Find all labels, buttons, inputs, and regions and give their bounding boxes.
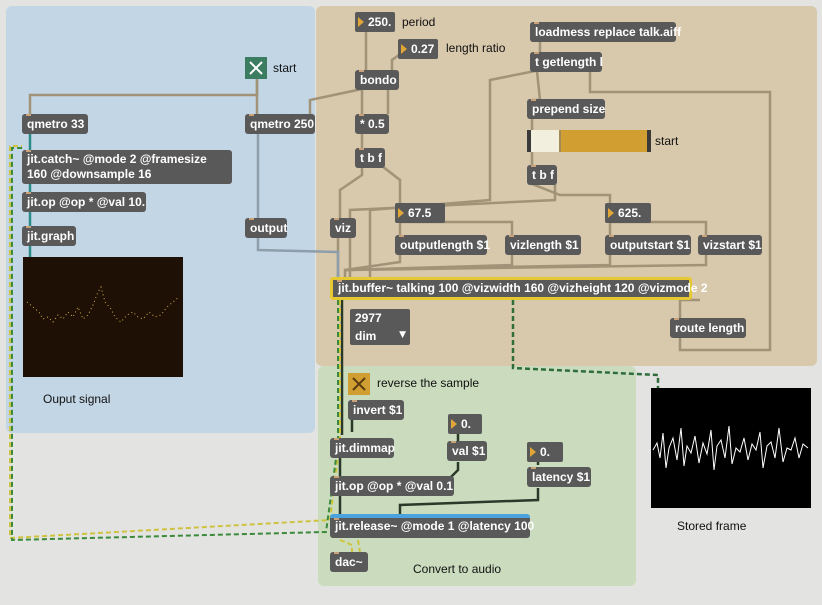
- slider-start-label: start: [655, 134, 679, 148]
- dim-menu-label: dim: [355, 329, 377, 343]
- cord: [11, 147, 339, 542]
- val-message[interactable]: val $1: [447, 441, 487, 461]
- length-ratio-number[interactable]: 0.27: [398, 39, 438, 59]
- range-slider[interactable]: [527, 130, 651, 152]
- cord: [9, 145, 341, 540]
- cord: [256, 236, 340, 280]
- getlength-trigger-object[interactable]: t getlength l: [530, 52, 603, 72]
- output-signal-label: Ouput signal: [43, 392, 111, 406]
- latency-number[interactable]: 0.: [527, 442, 563, 462]
- cord: [339, 539, 353, 552]
- graph-waveform: [26, 285, 180, 323]
- bondo-object[interactable]: bondo: [355, 70, 399, 90]
- period-number[interactable]: 250.: [355, 12, 395, 32]
- output-message[interactable]: output: [245, 218, 287, 238]
- cord: [588, 70, 772, 352]
- start-label: start: [273, 61, 297, 75]
- start-number[interactable]: 625.: [605, 203, 651, 223]
- viz-message[interactable]: viz: [330, 218, 356, 238]
- x-toggle-icon: [249, 61, 263, 75]
- trigger-bf-object[interactable]: t b f: [355, 148, 385, 168]
- cord: [343, 254, 402, 280]
- multiply-half-object[interactable]: * 0.5: [355, 114, 389, 134]
- route-length-object[interactable]: route length: [670, 318, 746, 338]
- dac-object[interactable]: dac~: [330, 552, 368, 572]
- qmetro-250-object[interactable]: qmetro 250: [245, 114, 315, 134]
- dim-menu[interactable]: dim ▼: [350, 327, 410, 345]
- dim-number-box[interactable]: 2977 dim ▼: [350, 309, 410, 345]
- cord: [28, 79, 259, 114]
- period-label: period: [402, 15, 436, 29]
- jit-op-scale-object[interactable]: jit.op @op * @val 0.1: [330, 476, 454, 496]
- range-slider-fill: [558, 130, 647, 152]
- vizstart-message[interactable]: vizstart $1: [698, 235, 762, 255]
- stored-frame-label: Stored frame: [677, 519, 747, 533]
- convert-to-audio-label: Convert to audio: [413, 562, 502, 576]
- reverse-label: reverse the sample: [377, 376, 480, 390]
- chevron-down-icon: ▼: [399, 330, 406, 340]
- cord: [344, 254, 708, 272]
- jit-release-object[interactable]: jit.release~ @mode 1 @latency 100: [330, 514, 534, 538]
- val-number[interactable]: 0.: [448, 414, 482, 434]
- cord: [398, 488, 540, 518]
- reverse-toggle[interactable]: [348, 373, 370, 395]
- cord: [511, 300, 660, 390]
- jit-buffer-object[interactable]: jit.buffer~ talking 100 @vizwidth 160 @v…: [330, 277, 708, 300]
- cord: [308, 87, 363, 120]
- cord: [610, 220, 708, 235]
- x-toggle-icon: [352, 377, 366, 391]
- prepend-size-object[interactable]: prepend size: [527, 99, 605, 119]
- cord: [449, 462, 460, 479]
- jit-graph-object[interactable]: jit.graph: [22, 226, 76, 246]
- outputlength-message[interactable]: outputlength $1: [395, 235, 490, 255]
- outputstart-message[interactable]: outputstart $1: [605, 235, 691, 255]
- stored-frame-waveform: [652, 425, 809, 471]
- cord: [338, 166, 364, 218]
- qmetro-33-object[interactable]: qmetro 33: [22, 114, 88, 134]
- graph-display: [23, 257, 183, 377]
- cord: [348, 184, 557, 280]
- length-number[interactable]: 67.5: [395, 203, 445, 223]
- cord: [531, 182, 612, 203]
- invert-message[interactable]: invert $1: [348, 400, 404, 420]
- cord: [400, 220, 514, 235]
- jit-catch-object[interactable]: jit.catch~ @mode 2 @framesize 160 @downs…: [22, 150, 232, 184]
- dim-value: 2977: [355, 311, 382, 325]
- start-toggle[interactable]: [245, 57, 267, 79]
- latency-message[interactable]: latency $1: [527, 467, 591, 487]
- vizlength-message[interactable]: vizlength $1: [505, 235, 581, 255]
- cord: [368, 68, 541, 280]
- jit-dimmap-object[interactable]: jit.dimmap: [330, 438, 395, 458]
- jit-op-gain-object[interactable]: jit.op @op * @val 10.: [22, 192, 146, 212]
- cord: [381, 165, 402, 203]
- loadmess-object[interactable]: loadmess replace talk.aiff: [530, 22, 681, 42]
- trigger-bf-slider-object[interactable]: t b f: [527, 165, 557, 185]
- length-ratio-label: length ratio: [446, 41, 506, 55]
- cord: [678, 298, 700, 318]
- stored-frame-display: [651, 388, 811, 508]
- range-slider-start-marker: [558, 130, 561, 152]
- cord: [357, 539, 361, 553]
